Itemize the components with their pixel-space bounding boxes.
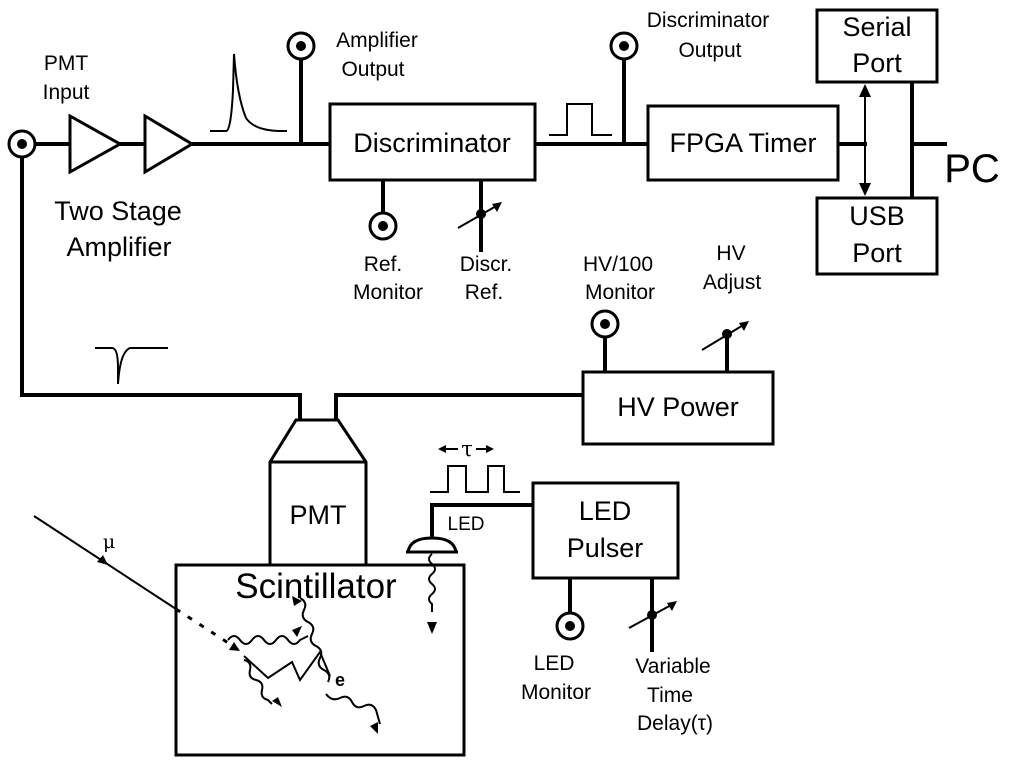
led-monitor-connector[interactable]: [555, 611, 585, 641]
usb-port-label-line1: USB: [849, 201, 905, 231]
svg-text:Two Stage: Two Stage: [54, 196, 182, 226]
led-pulser-box: LED Pulser: [531, 481, 680, 580]
led-pulse-train-icon: [430, 465, 520, 493]
hv-power-box: HV Power: [581, 370, 775, 446]
usb-port-label-line2: Port: [852, 238, 902, 268]
led-monitor-label: LED Monitor: [521, 652, 591, 704]
svg-text:Delay(τ): Delay(τ): [637, 712, 713, 735]
svg-text:Amplifier: Amplifier: [336, 29, 418, 52]
pc-label: PC: [944, 147, 1000, 191]
pmt-label: PMT: [290, 500, 347, 530]
svg-text:LED: LED: [534, 652, 575, 675]
svg-text:PMT: PMT: [44, 52, 89, 75]
amplifier-stage-2-icon: [143, 113, 195, 175]
tau-interval-icon: [438, 445, 494, 453]
ref-monitor-connector[interactable]: [368, 211, 398, 241]
fpga-timer-label: FPGA Timer: [669, 128, 816, 158]
svg-text:HV: HV: [716, 242, 745, 265]
svg-text:Output: Output: [678, 39, 741, 62]
scintillation-photons-icon: [227, 596, 381, 734]
svg-text:Ref.: Ref.: [364, 253, 403, 276]
pmt-tube: PMT: [268, 418, 368, 567]
led-pulser-label-line2: Pulser: [567, 533, 644, 563]
led-pulser-label-line1: LED: [579, 496, 632, 526]
discriminator-output-connector[interactable]: [609, 31, 639, 61]
amplified-pulse-icon: [210, 53, 287, 132]
svg-text:Variable: Variable: [635, 655, 711, 678]
two-stage-amplifier-label: Two Stage Amplifier: [54, 196, 182, 262]
serial-port-box: Serial Port: [815, 8, 939, 84]
svg-text:Monitor: Monitor: [353, 281, 423, 304]
variable-time-delay-adjust-icon[interactable]: [628, 601, 677, 629]
electron-label: e: [335, 670, 345, 690]
amplifier-output-connector[interactable]: [286, 31, 316, 61]
svg-text:Amplifier: Amplifier: [66, 232, 171, 262]
discriminator-output-label: Discriminator Output: [647, 9, 770, 62]
svg-text:Input: Input: [43, 81, 90, 104]
svg-text:Adjust: Adjust: [703, 271, 762, 294]
discriminator-pulse-icon: [549, 103, 612, 136]
electron-track-icon: [243, 649, 331, 683]
muon-track-icon: [33, 515, 240, 651]
pmt-input-connector[interactable]: [7, 129, 37, 159]
svg-text:Monitor: Monitor: [521, 681, 591, 704]
hv-power-label: HV Power: [617, 392, 739, 422]
svg-text:Discr.: Discr.: [460, 253, 513, 276]
discr-ref-label: Discr. Ref.: [460, 253, 513, 304]
discriminator-box: Discriminator: [328, 102, 537, 182]
svg-text:Monitor: Monitor: [585, 281, 655, 304]
amplifier-stage-1-icon: [68, 113, 124, 175]
signal-wires: [20, 56, 947, 652]
pmt-input-label: PMT Input: [43, 52, 90, 104]
serial-port-label-line1: Serial: [842, 12, 911, 42]
hv100-monitor-connector[interactable]: [590, 309, 620, 339]
svg-text:HV/100: HV/100: [583, 253, 653, 276]
scintillator-label: Scintillator: [235, 567, 397, 606]
svg-text:Time: Time: [647, 684, 693, 707]
led-label: LED: [448, 514, 485, 535]
usb-port-box: USB Port: [815, 196, 939, 276]
ref-monitor-label: Ref. Monitor: [353, 253, 423, 304]
svg-text:Output: Output: [341, 58, 404, 81]
svg-text:Ref.: Ref.: [465, 281, 504, 304]
fpga-timer-box: FPGA Timer: [646, 104, 840, 182]
tau-label: τ: [461, 437, 473, 461]
hv-adjust-label: HV Adjust: [703, 242, 762, 294]
discriminator-label: Discriminator: [353, 128, 511, 158]
negative-pulse-icon: [95, 347, 168, 385]
variable-time-delay-label: Variable Time Delay(τ): [635, 655, 713, 735]
svg-text:Discriminator: Discriminator: [647, 9, 770, 32]
amplifier-output-label: Amplifier Output: [336, 29, 418, 81]
discr-ref-adjust-icon[interactable]: [457, 202, 502, 229]
hv-adjust-icon[interactable]: [701, 321, 749, 351]
muon-label: μ: [103, 531, 115, 553]
port-bus-arrow-icon: [859, 84, 871, 196]
hv100-monitor-label: HV/100 Monitor: [583, 253, 655, 304]
led-dome-icon: [406, 536, 458, 634]
serial-port-label-line2: Port: [852, 48, 902, 78]
